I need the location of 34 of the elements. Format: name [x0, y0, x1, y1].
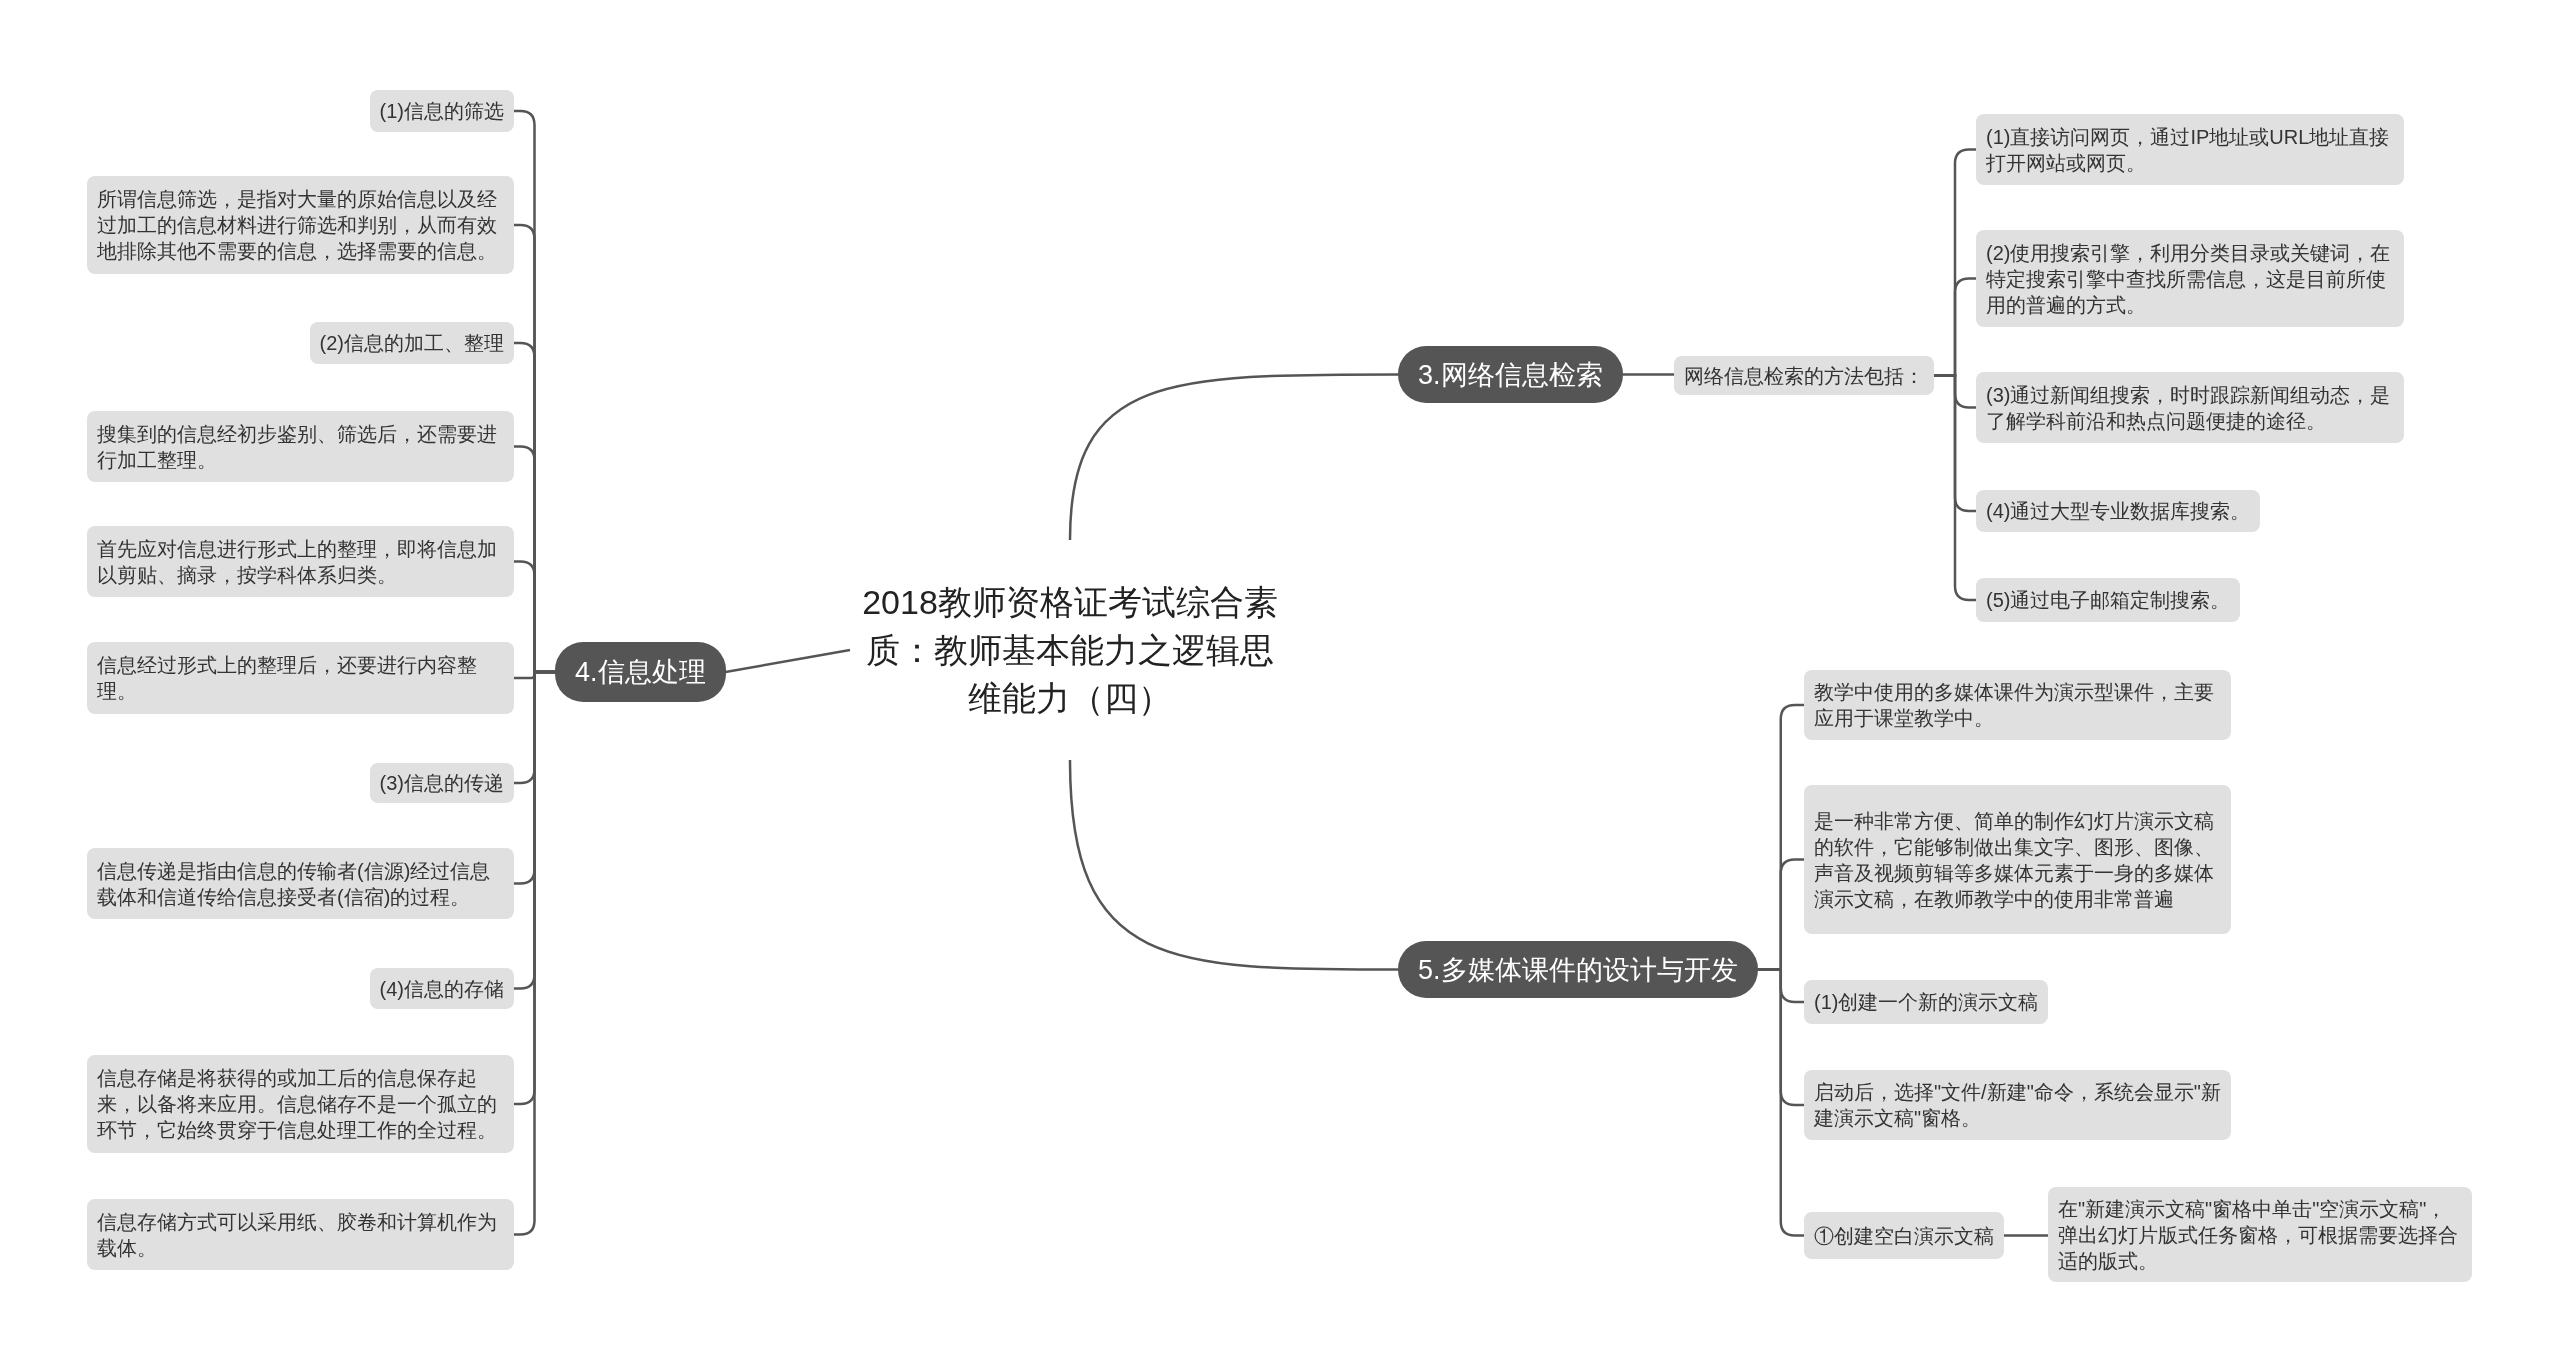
- connector-line: [1934, 374, 1976, 602]
- subtopic-box: 启动后，选择"文件/新建"命令，系统会显示"新建演示文稿"窗格。: [1804, 1070, 2231, 1140]
- subtopic-box: (2)使用搜索引擎，利用分类目录或关键词，在特定搜索引擎中查找所需信息，这是目前所使用的普遍的方式。: [1976, 230, 2404, 327]
- subtopic-box: 信息经过形式上的整理后，还要进行内容整理。: [87, 642, 514, 714]
- connector-line: [1622, 373, 1674, 376]
- connector-line: [1068, 373, 1398, 541]
- central-topic: 2018教师资格证考试综合素质：教师基本能力之逻辑思维能力（四）: [850, 540, 1290, 760]
- connector-line: [1757, 968, 1804, 1237]
- subtopic-box: 搜集到的信息经初步鉴别、筛选后，还需要进行加工整理。: [87, 411, 514, 482]
- connector-line: [725, 648, 851, 674]
- subtopic-box: (5)通过电子邮箱定制搜索。: [1976, 578, 2241, 622]
- subtopic-box: 信息存储方式可以采用纸、胶卷和计算机作为载体。: [87, 1199, 514, 1270]
- subtopic-box: (1)创建一个新的演示文稿: [1804, 980, 2049, 1024]
- subtopic-box: (3)通过新闻组搜索，时时跟踪新闻组动态，是了解学科前沿和热点问题便捷的途径。: [1976, 372, 2404, 443]
- connector-line: [1068, 759, 1398, 971]
- subtopic-box: 在"新建演示文稿"窗格中单击"空演示文稿"，弹出幻灯片版式任务窗格，可根据需要选择合适的版式。: [2048, 1187, 2472, 1282]
- subtopic-box: 信息传递是指由信息的传输者(信源)经过信息载体和信道传给信息接受者(信宿)的过程。: [87, 848, 514, 919]
- subtopic-box: 教学中使用的多媒体课件为演示型课件，主要应用于课堂教学中。: [1804, 670, 2231, 740]
- subtopic-box: 信息存储是将获得的或加工后的信息保存起来，以备将来应用。信息储存不是一个孤立的环节，它始终贯穿于信息处理工作的全过程。: [87, 1055, 514, 1153]
- subtopic-box: ①创建空白演示文稿: [1804, 1212, 2004, 1259]
- subtopic-box: 首先应对信息进行形式上的整理，即将信息加以剪贴、摘录，按学科体系归类。: [87, 526, 514, 597]
- subtopic-box: (4)通过大型专业数据库搜索。: [1976, 490, 2261, 532]
- subtopic-box: 所谓信息筛选，是指对大量的原始信息以及经过加工的信息材料进行筛选和判别，从而有效地排除其他不需要的信息，选择需要的信息。: [87, 176, 514, 274]
- subtopic-box: (1)信息的筛选: [369, 90, 514, 132]
- subtopic-box: (2)信息的加工、整理: [309, 322, 514, 364]
- branch-topic: 4.信息处理: [555, 642, 726, 702]
- subtopic-box: 是一种非常方便、简单的制作幻灯片演示文稿的软件，它能够制做出集文字、图形、图像、声音及视频剪辑等多媒体元素于一身的多媒体演示文稿，在教师教学中的使用非常普遍: [1804, 785, 2231, 934]
- subtopic-box: (3)信息的传递: [369, 763, 514, 803]
- branch-topic: 5.多媒体课件的设计与开发: [1398, 941, 1758, 998]
- subtopic-box: (4)信息的存储: [369, 968, 514, 1009]
- subtopic-box: (1)直接访问网页，通过IP地址或URL地址直接打开网站或网页。: [1976, 114, 2404, 185]
- branch-topic: 3.网络信息检索: [1398, 346, 1623, 403]
- connector-line: [2004, 1234, 2048, 1237]
- subtopic-box: 网络信息检索的方法包括：: [1674, 356, 1934, 395]
